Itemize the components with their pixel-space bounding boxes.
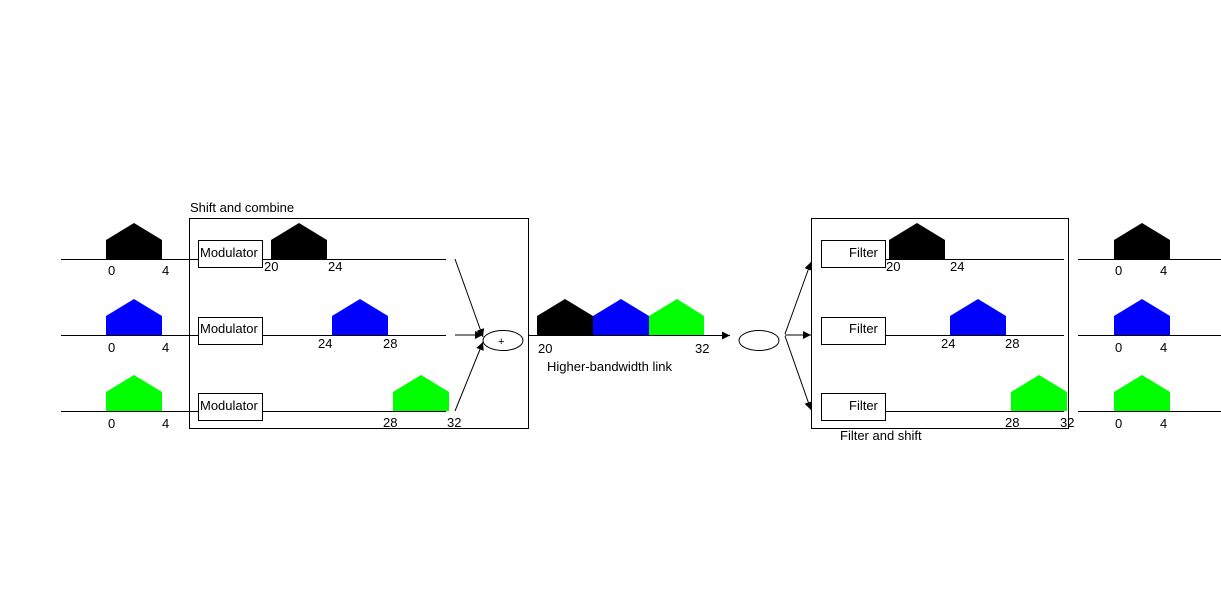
combiner: + (482, 330, 524, 351)
splitter (738, 330, 780, 351)
output-tick-black-start: 0 (1115, 263, 1122, 278)
input-tick-black-end: 4 (162, 263, 169, 278)
shifted-spectrum-black (271, 223, 327, 259)
modulator-2-label: Modulator (200, 321, 258, 336)
filtered-spectrum-blue (950, 299, 1006, 335)
filter-1-label: Filter (849, 245, 879, 260)
modulator-1: Modulator (198, 240, 263, 268)
shifted-tick-blue-start: 24 (318, 336, 332, 351)
modulator-3: Modulator (198, 393, 263, 421)
link-label: Higher-bandwidth link (547, 359, 673, 374)
filter-3-label: Filter (849, 398, 879, 413)
filter-tick-green-end: 32 (1060, 415, 1074, 430)
filter-3: Filter (821, 393, 886, 421)
output-spectrum-green (1114, 375, 1170, 411)
combiner-symbol: + (498, 336, 504, 348)
shifted-tick-green-start: 28 (383, 415, 397, 430)
filter-1: Filter (821, 240, 886, 268)
output-tick-black-end: 4 (1160, 263, 1167, 278)
filter-shift-block (811, 218, 1069, 429)
shifted-tick-black-end: 24 (328, 259, 342, 274)
modulator-1-label: Modulator (200, 245, 258, 260)
filter-2: Filter (821, 317, 886, 345)
filter-tick-black-start: 20 (886, 259, 900, 274)
shifted-tick-black-start: 20 (264, 259, 278, 274)
input-tick-blue-end: 4 (162, 340, 169, 355)
input-tick-green-end: 4 (162, 416, 169, 431)
combine-arrow-bottom (454, 341, 484, 412)
filter-2-label: Filter (849, 321, 879, 336)
shifted-spectrum-blue (332, 299, 388, 335)
split-arrow-bottom (784, 335, 813, 411)
output-spectrum-black (1114, 223, 1170, 259)
input-spectrum-blue (106, 299, 162, 335)
shifted-tick-green-end: 32 (447, 415, 461, 430)
input-tick-black-start: 0 (108, 263, 115, 278)
link-tick-start: 20 (538, 341, 552, 356)
link-tick-end: 32 (695, 341, 709, 356)
filter-tick-black-end: 24 (950, 259, 964, 274)
output-tick-blue-end: 4 (1160, 340, 1167, 355)
shift-combine-title: Shift and combine (190, 200, 294, 215)
split-arrow-top (784, 261, 813, 335)
filter-tick-blue-end: 28 (1005, 336, 1019, 351)
modulator-3-label: Modulator (200, 398, 258, 413)
combine-arrow-top (454, 258, 485, 338)
shifted-tick-blue-end: 28 (383, 336, 397, 351)
filtered-spectrum-green (1011, 375, 1067, 411)
modulator-2: Modulator (198, 317, 263, 345)
filter-shift-title: Filter and shift (840, 428, 922, 443)
shifted-spectrum-green (393, 375, 449, 411)
input-spectrum-green (106, 375, 162, 411)
filter-tick-blue-start: 24 (941, 336, 955, 351)
input-tick-green-start: 0 (108, 416, 115, 431)
output-tick-green-start: 0 (1115, 416, 1122, 431)
link-spectrum-black (537, 299, 593, 335)
link-spectrum-blue (593, 299, 649, 335)
filtered-spectrum-black (889, 223, 945, 259)
filter-tick-green-start: 28 (1005, 415, 1019, 430)
output-spectrum-blue (1114, 299, 1170, 335)
output-tick-blue-start: 0 (1115, 340, 1122, 355)
input-spectrum-black (106, 223, 162, 259)
output-tick-green-end: 4 (1160, 416, 1167, 431)
shift-combine-block (189, 218, 529, 429)
link-spectrum-green (649, 299, 704, 335)
input-tick-blue-start: 0 (108, 340, 115, 355)
